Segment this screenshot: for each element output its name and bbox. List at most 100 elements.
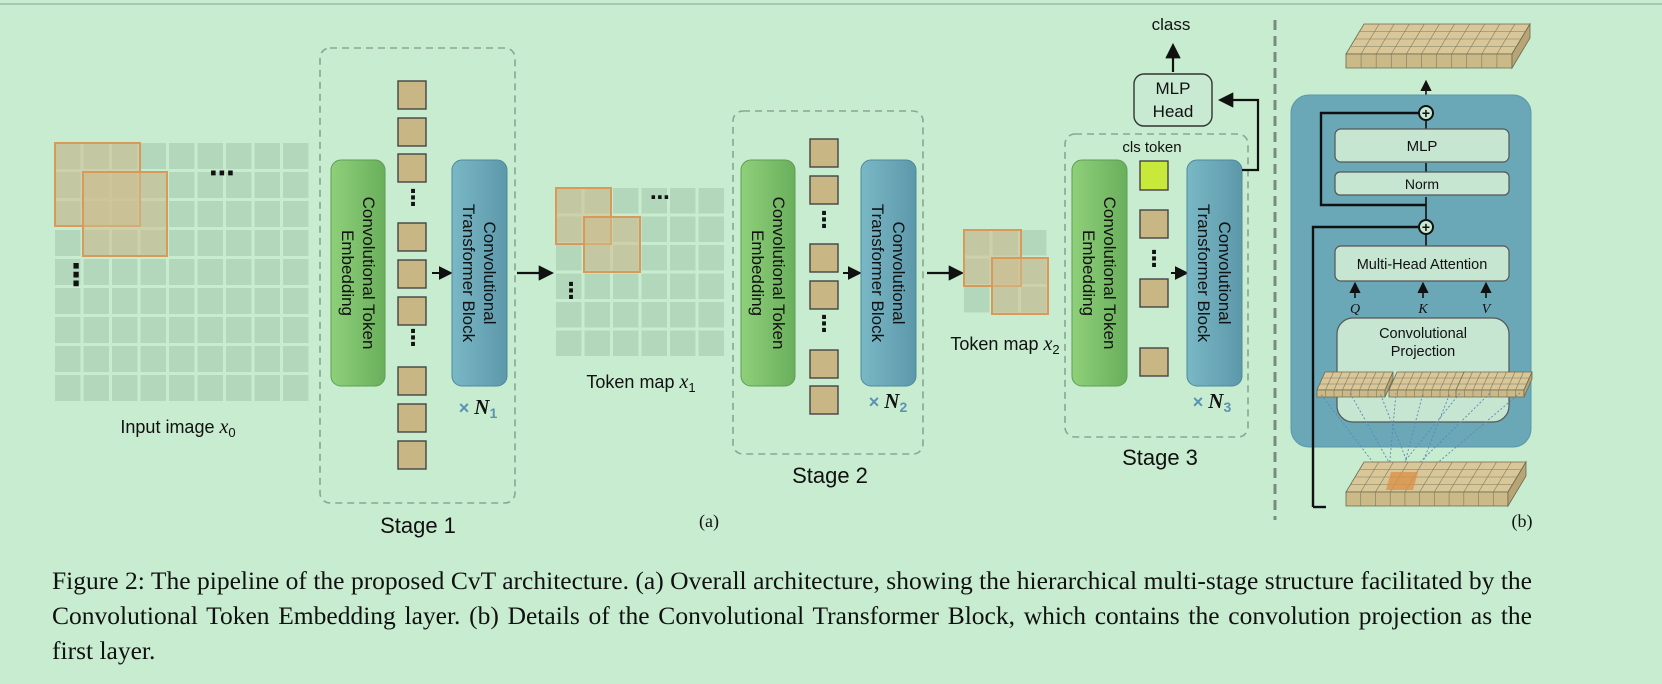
grid-cell	[226, 288, 252, 314]
grid-cell	[169, 172, 195, 198]
grid-cell	[698, 216, 724, 242]
add-symbol-top: +	[1422, 105, 1430, 121]
panel-b-tag: (b)	[1512, 511, 1533, 532]
stage-2-tokens	[809, 138, 839, 415]
convolutional-projection-label-2: Projection	[1391, 344, 1455, 360]
stage-2-tokens-vellipsis-2: ⋮	[813, 311, 835, 336]
token-map-2-patch-2	[991, 257, 1049, 315]
grid-plate	[1422, 371, 1432, 391]
grid-cell	[641, 302, 667, 328]
grid-plate	[1498, 371, 1507, 391]
panel-a-tag: (a)	[699, 511, 719, 532]
grid-cell	[670, 302, 696, 328]
stage-2-repeat: × N2	[869, 389, 908, 415]
grid-cell	[112, 375, 138, 401]
grid-cell	[197, 317, 223, 343]
grid-plate	[1345, 491, 1509, 507]
token	[397, 153, 427, 183]
grid-cell	[140, 346, 166, 372]
grid-cell	[641, 245, 667, 271]
grid-plate	[1507, 460, 1527, 508]
input-token-grid	[1345, 460, 1527, 508]
grid-plate	[1464, 371, 1473, 391]
cvt-architecture-diagram: ⋯ ⋮ Input image x0 Convolutional TokenEm…	[0, 3, 1662, 538]
grid-cell	[140, 375, 166, 401]
grid-cell	[169, 259, 195, 285]
stage-2-name: Stage 2	[792, 463, 868, 488]
grid-plate	[1511, 22, 1531, 70]
grid-cell	[112, 288, 138, 314]
grid-cell	[641, 330, 667, 356]
grid-cell	[197, 230, 223, 256]
k-label: K	[1417, 302, 1428, 317]
token	[397, 403, 427, 433]
grid-cell	[283, 288, 309, 314]
projection-line	[1319, 392, 1389, 483]
grid-cell	[641, 188, 667, 214]
grid-cell	[112, 317, 138, 343]
grid-cell	[169, 317, 195, 343]
token-map-1-patch-2	[583, 216, 641, 273]
grid-cell	[226, 172, 252, 198]
stage-2-tokens-vellipsis-1: ⋮	[813, 207, 835, 232]
grid-cell	[670, 216, 696, 242]
projection-line	[1399, 392, 1424, 483]
grid-plate	[1345, 53, 1513, 69]
grid-cell	[83, 346, 109, 372]
projection-line	[1387, 392, 1397, 483]
stage-2-token-embedding	[740, 159, 796, 387]
grid-cell	[613, 302, 639, 328]
grid-plate	[1414, 371, 1423, 391]
grid-cell	[283, 317, 309, 343]
output-token-grid	[1345, 22, 1531, 70]
grid-cell	[55, 230, 81, 256]
grid-cell	[254, 143, 280, 169]
grid-cell	[283, 230, 309, 256]
grid-cell	[254, 172, 280, 198]
stage-3-embedding-label: Convolutional TokenEmbedding	[1079, 197, 1119, 350]
grid-cell	[283, 201, 309, 227]
grid-cell	[226, 346, 252, 372]
stage-3-tokens-vellipsis: ⋮	[1143, 246, 1165, 271]
stage-3-token-embedding	[1071, 159, 1128, 387]
grid-plate	[1325, 371, 1334, 391]
grid-cell	[283, 346, 309, 372]
grid-plate	[1506, 371, 1516, 391]
multi-head-attention-label: Multi-Head Attention	[1357, 257, 1488, 273]
stage-1-embedding-label: Convolutional TokenEmbedding	[338, 197, 378, 350]
input-hellipsis: ⋯	[209, 158, 235, 188]
norm-box	[1334, 171, 1510, 196]
grid-plate	[1431, 371, 1440, 391]
token	[809, 175, 839, 205]
projection-feature-maps	[1316, 371, 1533, 398]
grid-cell	[140, 143, 166, 169]
projection-map	[1388, 371, 1466, 398]
multi-head-attention-box	[1334, 245, 1510, 282]
grid-cell	[197, 375, 223, 401]
grid-cell	[964, 287, 990, 313]
stage-1-frame	[319, 47, 516, 504]
norm-label: Norm	[1405, 176, 1439, 192]
mlp-label: MLP	[1407, 138, 1438, 155]
grid-cell	[197, 201, 223, 227]
grid-cell	[584, 330, 610, 356]
grid-cell	[254, 317, 280, 343]
stage-3-block-label: ConvolutionalTransformer Block	[1194, 204, 1234, 343]
token	[397, 259, 427, 289]
grid-cell	[197, 259, 223, 285]
stage-2-transformer-block	[860, 159, 917, 387]
residual-path-attention	[1311, 225, 1418, 507]
token	[397, 366, 427, 396]
grid-cell	[55, 346, 81, 372]
grid-cell	[254, 230, 280, 256]
stage-1-token-embedding	[330, 159, 386, 387]
grid-cell	[226, 230, 252, 256]
input-image-grid	[55, 143, 309, 401]
grid-cell	[698, 302, 724, 328]
token	[397, 80, 427, 110]
convolutional-projection-label-1: Convolutional	[1379, 326, 1467, 342]
grid-cell	[140, 259, 166, 285]
cls-token-label: cls token	[1122, 139, 1181, 156]
grid-cell	[169, 288, 195, 314]
